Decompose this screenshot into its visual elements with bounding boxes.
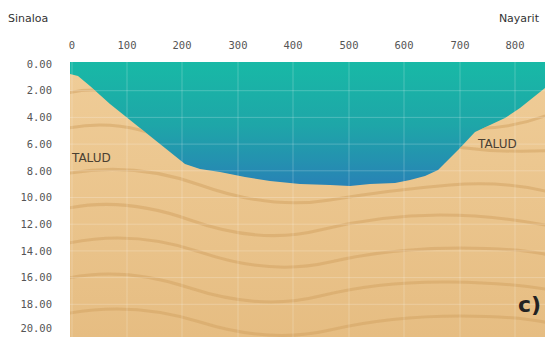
- depth-tick: 10.00: [20, 192, 52, 203]
- distance-tick: 0: [69, 40, 75, 51]
- grid-line: [70, 250, 545, 251]
- panel-letter: c): [518, 294, 541, 316]
- distance-tick: 400: [284, 40, 303, 51]
- depth-tick: 0.00: [27, 59, 52, 70]
- region-name: Sinaloa: [8, 13, 48, 24]
- grid-line: [70, 90, 545, 91]
- slope-label: TALUD: [478, 138, 517, 150]
- grid-line: [70, 144, 545, 145]
- distance-tick: 600: [395, 40, 414, 51]
- grid-line: [70, 117, 545, 118]
- sand-ripple: [60, 274, 545, 302]
- sand-ripple: [60, 125, 545, 161]
- grid-line: [70, 224, 545, 225]
- depth-tick: 2.00: [27, 85, 52, 96]
- depth-tick: 18.00: [20, 299, 52, 310]
- distance-tick: 700: [451, 40, 470, 51]
- depth-tick: 12.00: [20, 219, 52, 230]
- depth-tick: 14.00: [20, 246, 52, 257]
- depth-tick: 6.00: [27, 139, 52, 150]
- distance-tick: 100: [118, 40, 137, 51]
- grid-line: [238, 62, 239, 337]
- grid-line: [70, 170, 545, 171]
- grid-line: [70, 277, 545, 278]
- distance-tick: 500: [340, 40, 359, 51]
- sand-ripples: [60, 90, 545, 335]
- grid-line: [404, 62, 405, 337]
- depth-tick: 20.00: [20, 323, 52, 334]
- grid-line: [127, 62, 128, 337]
- grid-lines: [70, 62, 545, 337]
- slope-label: TALUD: [72, 152, 111, 164]
- grid-line: [72, 62, 73, 337]
- sand-ripple: [60, 238, 545, 267]
- grid-line: [70, 304, 545, 305]
- sand-ripple: [60, 204, 545, 235]
- sand-ripple: [60, 90, 545, 129]
- grid-line: [349, 62, 350, 337]
- distance-tick: 300: [229, 40, 248, 51]
- depth-tick: 8.00: [27, 166, 52, 177]
- depth-tick: 16.00: [20, 272, 52, 283]
- sand-ripple: [60, 169, 545, 202]
- region-name: Nayarit: [499, 13, 539, 24]
- grid-line: [515, 62, 516, 337]
- distance-tick: 200: [173, 40, 192, 51]
- grid-line: [182, 62, 183, 337]
- depth-tick: 4.00: [27, 112, 52, 123]
- sand-ripple: [60, 309, 545, 336]
- grid-line: [293, 62, 294, 337]
- distance-tick: 800: [506, 40, 525, 51]
- grid-line: [460, 62, 461, 337]
- grid-line: [70, 197, 545, 198]
